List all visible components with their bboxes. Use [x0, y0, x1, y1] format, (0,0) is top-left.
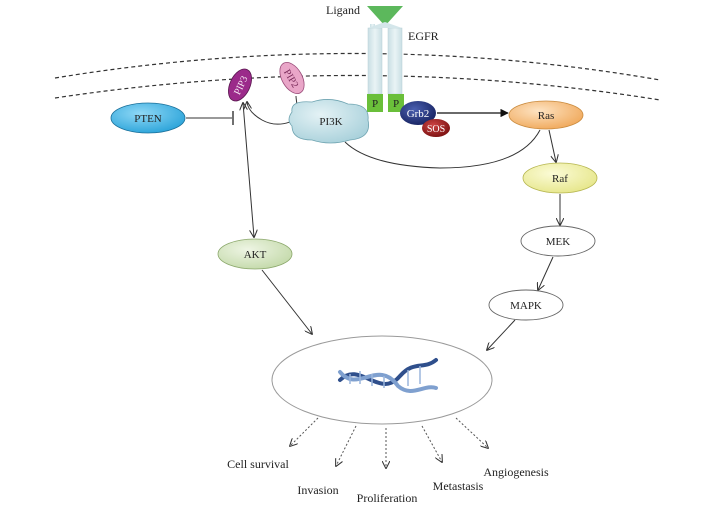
mek-to-mapk-arrow	[538, 256, 554, 290]
raf-node	[522, 162, 598, 194]
arrow-angiogenesis	[455, 417, 488, 448]
grb2-label: Grb2	[407, 108, 430, 120]
mek-node	[520, 225, 596, 257]
pi3k-node	[288, 99, 369, 144]
mapk-label: MAPK	[510, 300, 542, 312]
phospho-left-label: P	[372, 98, 378, 110]
cell-membrane	[54, 52, 661, 101]
nucleus	[271, 335, 493, 425]
ligand-triangle	[367, 6, 403, 26]
grb2-node	[400, 101, 436, 125]
arrow-metastasis	[421, 425, 442, 462]
pip3-node: PIP3	[228, 68, 252, 102]
outcome-proliferation: Proliferation	[357, 491, 418, 505]
phospho-site-left	[367, 94, 383, 112]
ras-to-pi3k-link	[344, 129, 541, 169]
akt-to-nucleus-arrow	[261, 269, 312, 334]
ras-node	[508, 100, 584, 130]
pip2-node: PIP2	[279, 62, 305, 94]
mapk-to-nucleus-arrow	[487, 319, 516, 350]
pten-label: PTEN	[134, 113, 162, 125]
arrow-invasion	[336, 425, 357, 466]
dna-helix-icon	[338, 358, 438, 393]
pi3k-label: PI3K	[319, 116, 342, 128]
outcome-invasion: Invasion	[297, 483, 338, 497]
outcome-cell-survival: Cell survival	[227, 457, 289, 471]
egfr-label: EGFR	[408, 29, 439, 43]
pten-node	[110, 102, 186, 134]
outcome-angiogenesis: Angiogenesis	[483, 465, 549, 479]
mek-label: MEK	[546, 236, 571, 248]
outcome-metastasis: Metastasis	[433, 479, 484, 493]
akt-node	[217, 238, 293, 270]
mapk-node	[488, 289, 564, 321]
ras-label: Ras	[538, 110, 555, 122]
pip3-to-akt-arrow	[243, 103, 254, 237]
phospho-site-right	[388, 94, 404, 112]
sos-node	[422, 119, 450, 137]
arrow-cell-survival	[290, 417, 319, 446]
ras-to-raf-arrow	[548, 129, 556, 162]
akt-label: AKT	[244, 249, 267, 261]
phospho-right-label: P	[393, 98, 399, 110]
outcome-arrows	[290, 417, 488, 468]
raf-label: Raf	[552, 173, 568, 185]
egfr-receptor	[367, 22, 403, 95]
ligand-label: Ligand	[326, 3, 360, 17]
sos-label: SOS	[427, 124, 445, 135]
